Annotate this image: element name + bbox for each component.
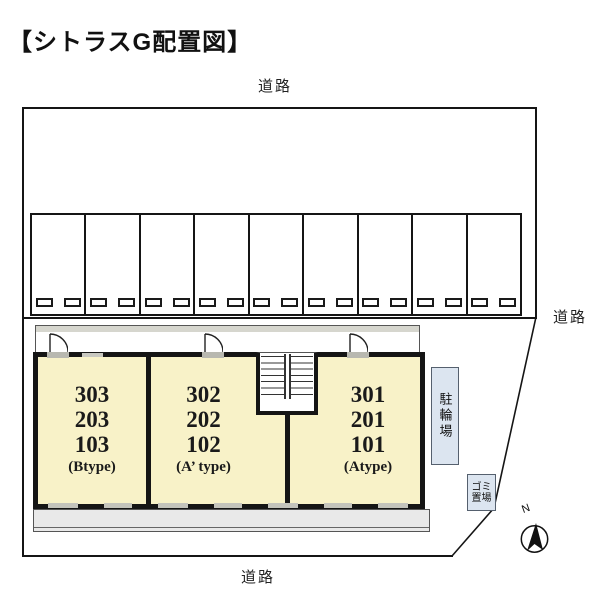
balcony-strip [33,509,430,532]
bicycle-parking-label: 駐輪場 [437,392,453,440]
parking-lot [22,107,537,319]
unit-label-a2type: 302 202 102 (A’ type) [151,382,256,477]
parking-space [304,215,359,314]
unit-number: 202 [186,407,221,432]
wheel-stop [63,298,81,307]
unit-type-label: (A’ type) [176,459,231,475]
garbage-label-line2: 置場 [471,492,492,504]
wheel-stop [499,298,517,307]
site-boundary-bottom [22,555,453,557]
unit-number: 201 [350,407,386,432]
unit-divider-wall [146,352,151,509]
wheel-stop [335,298,353,307]
parking-space [141,215,196,314]
unit-number: 302 [186,382,221,407]
road-label-bottom: 道路 [241,569,276,586]
garbage-label-line1: ゴミ [471,481,492,493]
stair-handrail [284,354,291,399]
parking-row [30,213,522,316]
wheel-stop [471,298,489,307]
wheel-stop [90,298,108,307]
window-segment [324,503,352,508]
road-label-right: 道路 [553,309,588,326]
window-segment [104,503,132,508]
road-label-top: 道路 [258,78,293,95]
wheel-stop [281,298,299,307]
unit-type-label: (Btype) [68,459,116,475]
door-swing-icon [349,333,368,353]
unit-number: 101 [350,432,386,457]
site-boundary-left [22,317,24,557]
parking-space [468,215,520,314]
wheel-stop [444,298,462,307]
window-segment [48,503,78,508]
parking-space [32,215,87,314]
wheel-stop [307,298,325,307]
unit-number: 303 [74,382,110,407]
parking-space [250,215,305,314]
door-threshold [347,352,369,358]
page-title: 【シトラスG配置図】 [8,29,253,56]
unit-number: 103 [74,432,110,457]
window-segment [214,503,242,508]
corridor-strip [35,325,420,354]
unit-number: 102 [186,432,221,457]
parking-space [413,215,468,314]
door-threshold [47,352,69,358]
door-swing-icon [49,333,68,353]
wheel-stop [172,298,190,307]
compass-icon [520,523,549,553]
unit-type-label: (Atype) [343,459,393,475]
parking-space [195,215,250,314]
window-segment [158,503,188,508]
wheel-stop [144,298,162,307]
window-segment [82,353,103,357]
door-swing-icon [204,333,223,353]
compass-north-label: N [520,502,532,516]
unit-number: 203 [74,407,110,432]
parking-space [359,215,414,314]
unit-label-btype: 303 203 103 (Btype) [38,382,146,477]
window-segment [268,503,298,508]
wheel-stop [35,298,53,307]
wheel-stop [362,298,380,307]
unit-label-atype: 301 201 101 (Atype) [318,382,418,477]
unit-divider-wall [285,415,290,509]
wheel-stop [416,298,434,307]
wheel-stop [390,298,408,307]
unit-number: 301 [350,382,386,407]
wheel-stop [118,298,136,307]
garbage-area: ゴミ 置場 [467,474,496,511]
wheel-stop [199,298,217,307]
bicycle-parking-area: 駐輪場 [431,367,459,465]
door-threshold [202,352,224,358]
wheel-stop [227,298,245,307]
balcony-railing-line [34,527,429,528]
wheel-stop [253,298,271,307]
window-segment [378,503,408,508]
parking-space [86,215,141,314]
